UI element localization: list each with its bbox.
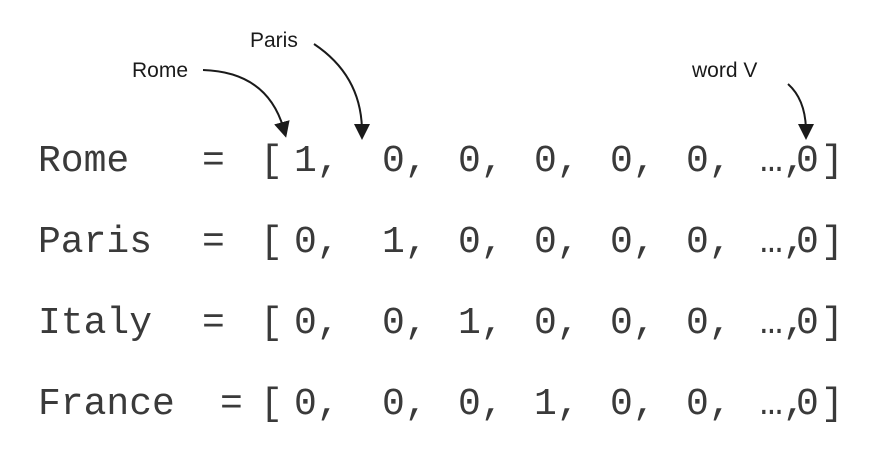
vector-cell: 0 [796,383,819,426]
vector-cell: 0, [382,140,428,183]
vector-cell: 0, [534,140,580,183]
vector-cell: …, [760,383,806,426]
row-word: Paris [38,221,153,264]
open-bracket: [ [260,383,283,426]
vector-cell: 0, [534,221,580,264]
annotation-paris: Paris [250,29,298,52]
close-bracket: ] [821,383,844,426]
equals-sign: = [220,383,243,426]
close-bracket: ] [821,221,844,264]
vector-cell: 0, [382,383,428,426]
open-bracket: [ [260,302,283,345]
vector-cell: 0, [294,302,340,345]
vector-cell: …, [760,221,806,264]
paris-arrow [313,43,370,140]
vector-cell: 0 [796,140,819,183]
vector-cell: …, [760,302,806,345]
equals-sign: = [202,140,225,183]
vector-cell: 0, [610,140,656,183]
open-bracket: [ [260,140,283,183]
close-bracket: ] [821,140,844,183]
vector-cell: 0, [610,221,656,264]
close-bracket: ] [821,302,844,345]
vector-cell: 0 [796,302,819,345]
vector-cell: 0, [382,302,428,345]
equals-sign: = [202,302,225,345]
vector-cell: 0, [458,383,504,426]
vector-cell: 1, [534,383,580,426]
rome-arrow [202,69,290,138]
annotation-word-v: word V [692,59,758,82]
vector-cell: 0, [610,383,656,426]
vector-cell: 1, [382,221,428,264]
vector-cell: 0, [534,302,580,345]
vector-cell: 0, [686,383,732,426]
open-bracket: [ [260,221,283,264]
vector-cell: 0, [686,302,732,345]
vector-cell: 1, [294,140,340,183]
row-word: Italy [38,302,153,345]
vector-cell: …, [760,140,806,183]
vector-cell: 0, [294,221,340,264]
vector-cell: 0, [458,140,504,183]
vector-cell: 0, [294,383,340,426]
annotation-rome: Rome [132,59,189,82]
vector-cell: 0 [796,221,819,264]
word-v-arrow [787,83,814,140]
vector-cell: 0, [686,221,732,264]
equals-sign: = [202,221,225,264]
vector-cell: 0, [458,221,504,264]
vector-cell: 0, [610,302,656,345]
row-word: Rome [38,140,130,183]
vector-cell: 1, [458,302,504,345]
row-word: France [38,383,175,426]
vector-cell: 0, [686,140,732,183]
